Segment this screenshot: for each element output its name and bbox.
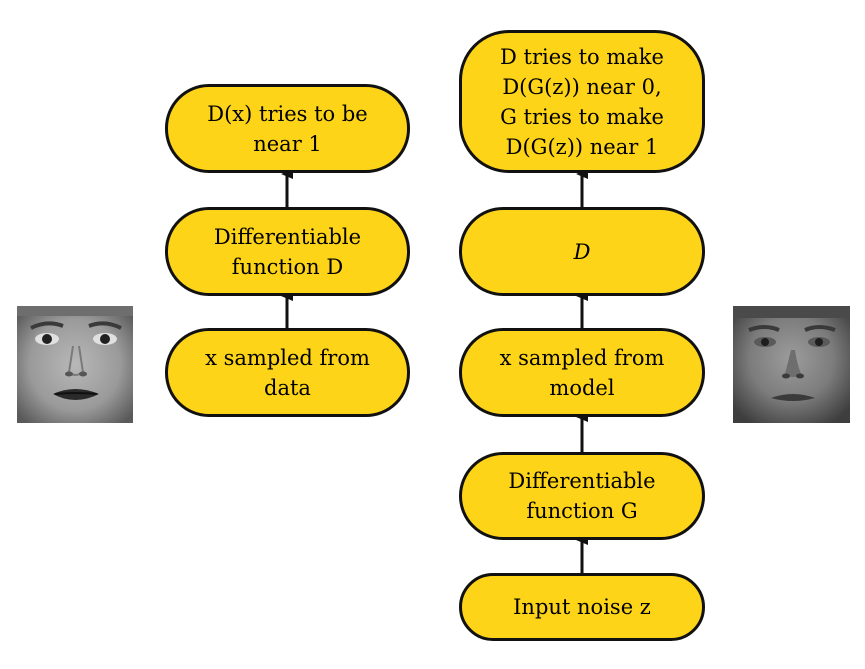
node-text-line: D(G(z)) near 1 — [505, 134, 659, 159]
node-text-line: Differentiable — [508, 469, 656, 493]
node-text-line: Differentiable — [213, 224, 362, 249]
node-d-of-x-near-1: D(x) tries to be near 1 — [165, 84, 410, 173]
node-text-line: x sampled from — [205, 345, 370, 370]
node-discriminator-d: D — [459, 207, 705, 296]
node-text-line: D(G(z)) near 0, — [502, 74, 662, 99]
node-d-g-objectives: D tries to make D(G(z)) near 0, G tries … — [459, 30, 705, 173]
node-text-line: function G — [526, 499, 638, 523]
node-text-line: data — [264, 375, 311, 400]
node-text-line: x sampled from — [499, 345, 665, 370]
node-x-sampled-from-data: x sampled from data — [165, 328, 410, 417]
node-text-line: Input noise z — [513, 595, 651, 619]
node-text-line: D tries to make — [500, 44, 664, 69]
node-text-line: near 1 — [253, 131, 322, 156]
node-text-line: model — [549, 375, 615, 400]
node-input-noise-z: Input noise z — [459, 573, 705, 641]
real-face-image — [17, 306, 133, 423]
node-differentiable-function-g: Differentiable function G — [459, 452, 705, 540]
node-text-line: G tries to make — [500, 104, 664, 129]
node-text-line: D — [573, 239, 591, 264]
node-differentiable-function-d: Differentiable function D — [165, 207, 410, 296]
node-text-line: D(x) tries to be — [207, 101, 368, 126]
node-text-line: function D — [231, 254, 344, 279]
generated-face-image — [733, 306, 850, 423]
node-x-sampled-from-model: x sampled from model — [459, 328, 705, 417]
